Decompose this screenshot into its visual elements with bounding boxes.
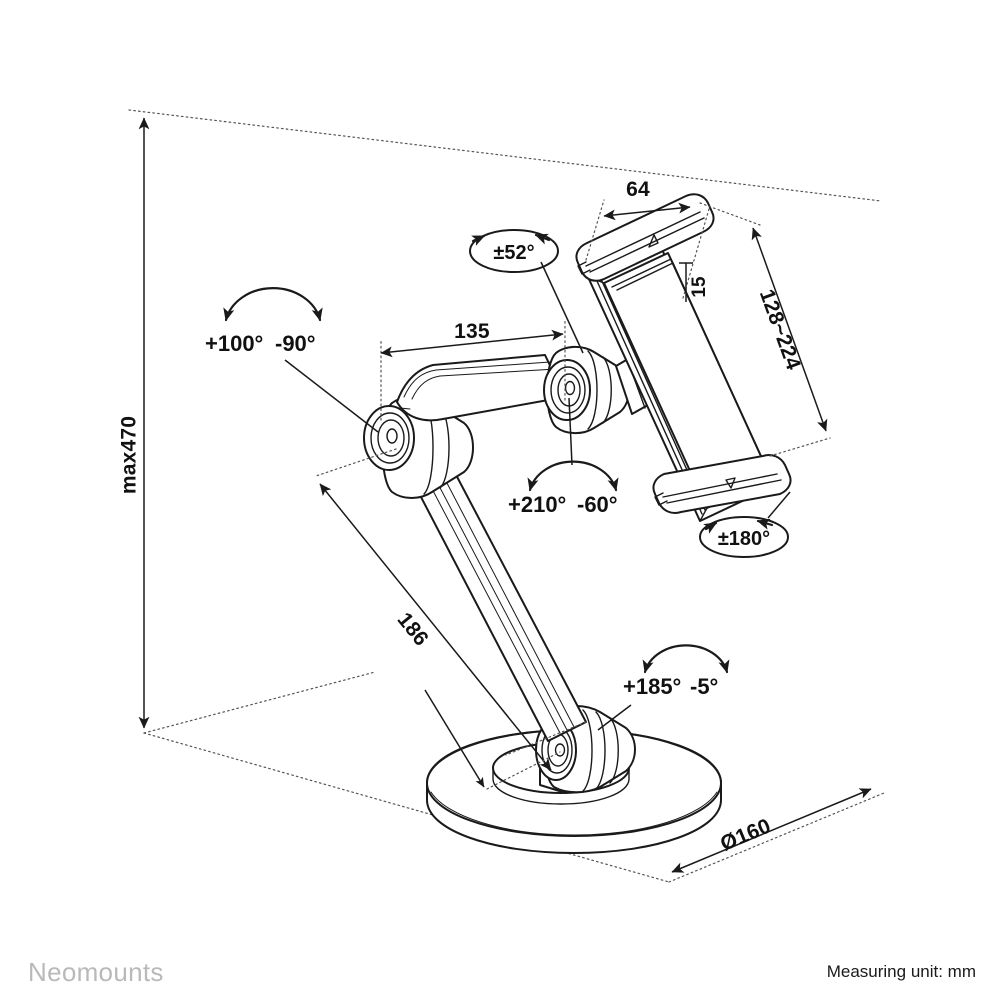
elbow-joint-face-outer [363,405,415,471]
footer-bar: Neomounts Measuring unit: mm [0,940,1004,1004]
construction-top-edge [128,109,882,202]
holder-swivel-label: ±52° [493,242,534,264]
wrist-joint-face-mid [550,366,586,414]
upper-arm-highlight-2 [411,368,557,400]
holder-width-ext-left [585,199,605,261]
bottom-clamp-arrow-icon [725,477,736,489]
overall-height-label: max470 [118,416,141,494]
wrist-joint-hub [543,345,630,435]
angle-base-joint: +185° -5° [597,644,730,731]
dimension-upper-arm-length: 135 [380,319,566,421]
base-angle-arc [642,644,730,674]
tablet-holder-side-edge-2 [699,507,708,522]
bottom-clamp-lip [662,473,778,498]
wrist-joint-keyway [564,380,576,396]
dimension-clamp-depth: 15 [679,262,710,302]
holder-swivel-leader [540,261,584,354]
holder-rotation-label: ±180° [718,528,770,550]
base-angle-negative-label: -5° [690,674,718,699]
base-joint-rib-2 [595,711,606,790]
holder-swivel-arrow-left [471,234,486,246]
holder-rotation-arrow-right [756,518,774,530]
elbow-joint-keyway [386,428,398,444]
base-joint-rib-3 [609,717,619,784]
wrist-angle-leader [568,397,573,466]
upper-arm-highlight-1 [403,361,551,398]
measuring-unit-note: Measuring unit: mm [826,962,976,981]
base-angle-positive-label: +185° [623,674,681,699]
dimension-holder-width: 64 [585,178,710,299]
lower-arm-length-label: 186 [393,608,433,650]
upper-arm-dimension-line [380,329,564,358]
angle-holder-rotation: ±180° [699,491,791,558]
bottom-clamp-groove [666,479,782,504]
top-clamp-hook [577,261,591,275]
upper-arm-length-label: 135 [454,320,490,343]
brand-label: Neomounts [28,956,164,987]
upper-arm [396,354,566,422]
elbow-angle-arc [223,287,323,322]
base-center-pointer [424,689,561,790]
holder-swivel-arrow-right [534,233,551,245]
holder-range-ext-top [699,202,761,226]
top-clamp-groove [589,217,705,273]
clamp-depth-label: 15 [689,276,710,298]
wrist-joint-rib-1 [587,350,598,430]
construction-ground-left-edge [143,732,670,883]
base-plate-inner-pad-side [492,767,630,805]
holder-width-label: 64 [626,178,650,201]
angle-wrist-joint: +210° -60° [508,397,619,517]
holder-range-label: 128~224 [755,286,805,373]
holder-rotation-ellipse [699,516,789,558]
elbow-angle-positive-label: +100° [205,331,263,356]
base-diameter-dimension-line [671,788,872,873]
holder-rotation-leader [767,491,791,519]
lower-arm-ext-top [315,448,397,477]
base-angle-leader [597,704,632,731]
holder-width-ext-right [682,208,710,299]
holder-swivel-ellipse [469,229,559,273]
base-joint-rib-1 [582,709,593,792]
bottom-clamp [652,454,792,514]
construction-ground-back-edge [143,671,376,734]
base-center-axis [486,751,561,790]
top-clamp-arrow-icon [648,234,659,248]
wrist-angle-negative-label: -60° [577,492,618,517]
base-center-leader [424,689,485,788]
elbow-angle-negative-label: -90° [275,331,316,356]
wrist-angle-positive-label: +210° [508,492,566,517]
wrist-joint-rib-2 [602,356,612,424]
elbow-joint-face-mid [370,412,410,464]
base-plate-rim-line [430,791,718,836]
holder-range-dimension-line [751,227,828,432]
holder-range-ext-bottom [769,437,831,457]
stand-assembly [363,193,792,854]
upper-arm-tube [396,354,566,422]
base-joint-keyway [554,743,566,757]
top-clamp-lip [585,211,701,267]
bottom-clamp-hook [654,492,668,506]
holder-width-dimension-line [603,202,691,221]
lower-arm-dimension-line [319,483,552,771]
elbow-joint-face-inner [377,419,405,457]
upper-arm-seam [399,407,411,410]
wrist-angle-arc [527,460,619,492]
holder-rotation-arrow-left [703,521,718,534]
angle-holder-swivel: ±52° [469,229,584,354]
base-diameter-label: Ø160 [717,814,774,855]
angle-elbow-joint: +100° -90° [205,287,379,433]
dimension-overall-height: max470 [118,117,150,729]
elbow-angle-leader [284,359,379,433]
